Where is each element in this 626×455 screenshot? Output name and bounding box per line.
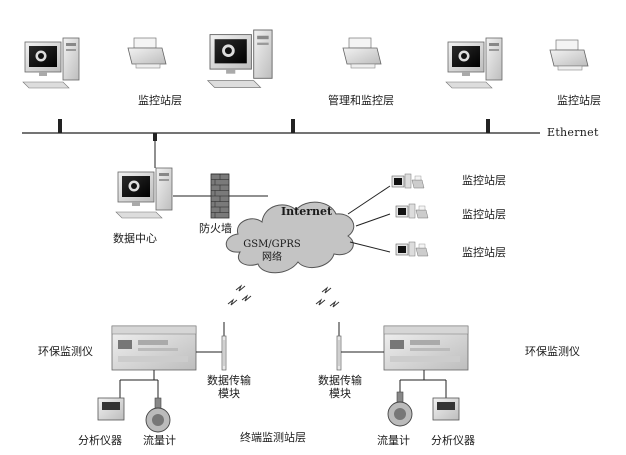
printer-icon: [127, 37, 167, 69]
top-right-station-label: 监控站层: [557, 94, 601, 107]
analyzer-display: [437, 402, 455, 410]
dtu-right-label-line1: 数据传输: [318, 374, 362, 387]
wireless-signal-icon: [321, 286, 332, 294]
printer-icon: [549, 39, 589, 71]
internet-label: Internet: [281, 205, 333, 218]
cloud-station-line-2: [355, 213, 391, 227]
bus-tap-down: [153, 133, 157, 141]
wireless-signal-icon: [235, 284, 246, 292]
dtu-right-label-line2: 模块: [329, 387, 351, 400]
computer-icon: [22, 37, 80, 89]
dtu-left-label-line1: 数据传输: [207, 374, 251, 387]
monitor-device-icon: [111, 325, 197, 371]
right-station-label-2: 监控站层: [462, 208, 506, 221]
computer-icon: [395, 203, 429, 219]
flowmeter-left-label: 流量计: [143, 434, 176, 447]
dtu-left-label-line2: 模块: [218, 387, 240, 400]
right-station-label-1: 监控站层: [462, 174, 506, 187]
monitor-device-icon: [383, 325, 469, 371]
flowmeter-stem: [154, 397, 162, 409]
antenna-icon: [336, 335, 342, 371]
gsm-label-line2: 网络: [262, 252, 282, 263]
cloud-icon: [225, 201, 355, 274]
bus-tap-1: [58, 119, 62, 133]
wireless-signal-icon: [329, 300, 340, 308]
computer-icon: [391, 173, 425, 189]
wireless-signal-icon: [227, 298, 238, 306]
data-center-label: 数据中心: [113, 232, 157, 245]
flowmeter-core: [394, 408, 406, 420]
computer-icon: [115, 167, 173, 219]
flowmeter-stem: [396, 391, 404, 403]
flowmeter-core: [152, 414, 164, 426]
env-monitor-right-label: 环保监测仪: [525, 345, 580, 358]
top-center-station-label: 管理和监控层: [328, 94, 394, 107]
env-monitor-left-label: 环保监测仪: [38, 345, 93, 358]
bus-tap-3: [486, 119, 490, 133]
terminal-layer-label: 终端监测站层: [240, 431, 306, 444]
firewall-label: 防火墙: [199, 222, 232, 235]
analyzer-right-label: 分析仪器: [431, 434, 475, 447]
computer-icon: [207, 29, 273, 89]
bus-tap-2: [291, 119, 295, 133]
top-left-station-label: 监控站层: [138, 94, 182, 107]
cloud-station-line-1: [347, 185, 391, 215]
ethernet-label: Ethernet: [547, 126, 599, 139]
analyzer-display: [102, 402, 120, 410]
gsm-label-line1: GSM/GPRS: [243, 239, 301, 250]
antenna-icon: [221, 335, 227, 371]
wireless-signal-icon: [241, 294, 252, 302]
cloud-station-line-3: [349, 241, 391, 253]
right-station-label-3: 监控站层: [462, 246, 506, 259]
printer-icon: [342, 37, 382, 69]
wireless-signal-icon: [315, 298, 326, 306]
computer-icon: [445, 37, 503, 89]
flowmeter-right-label: 流量计: [377, 434, 410, 447]
computer-icon: [395, 241, 429, 257]
analyzer-left-label: 分析仪器: [78, 434, 122, 447]
